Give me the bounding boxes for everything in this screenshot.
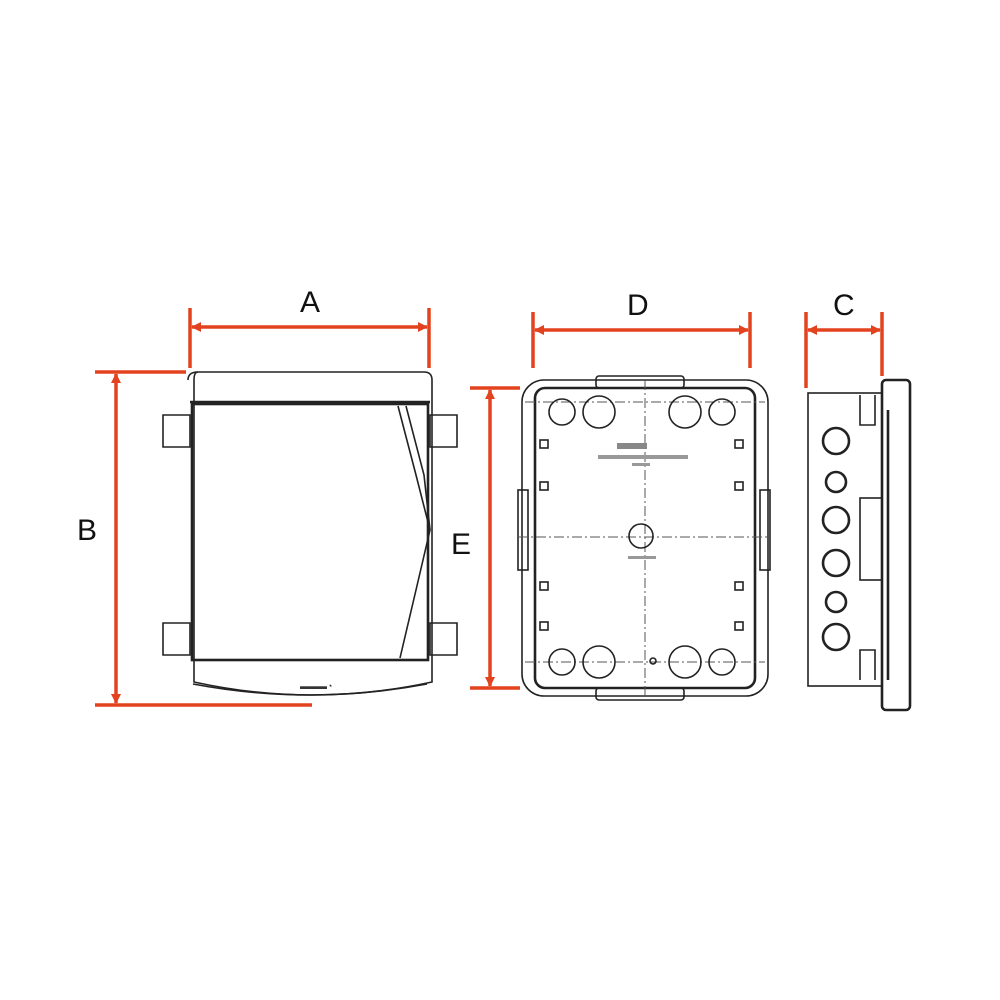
door-handle-edge-inner [405, 405, 431, 531]
side-hinges [859, 395, 876, 680]
dimension-lines [95, 308, 884, 707]
front-body [193, 371, 433, 696]
side-door [880, 378, 912, 712]
knockout-holes [548, 395, 736, 679]
label-c: C [833, 289, 855, 322]
mounting-tabs [162, 414, 458, 656]
side-rail [859, 497, 883, 581]
left-clip [517, 489, 529, 571]
label-d: D [627, 289, 649, 322]
back-view [517, 375, 771, 701]
fixing-squares [539, 439, 744, 631]
door [190, 402, 430, 662]
label-e: E [451, 528, 471, 561]
side-knockouts [821, 426, 851, 652]
side-body [807, 392, 883, 687]
side-view [807, 378, 912, 712]
brand-logo: ▬▬▬◔ [300, 681, 332, 691]
bottom-curve [192, 683, 428, 696]
front-view: ▬▬▬◔ [162, 371, 458, 696]
label-a: A [300, 286, 320, 319]
door-handle-edge [397, 405, 431, 659]
front-corner [187, 371, 199, 381]
right-clip [759, 489, 771, 571]
top-clip [595, 375, 685, 389]
bottom-clip [595, 687, 685, 701]
illegible-print-marks [598, 443, 688, 559]
label-b: B [77, 514, 97, 547]
